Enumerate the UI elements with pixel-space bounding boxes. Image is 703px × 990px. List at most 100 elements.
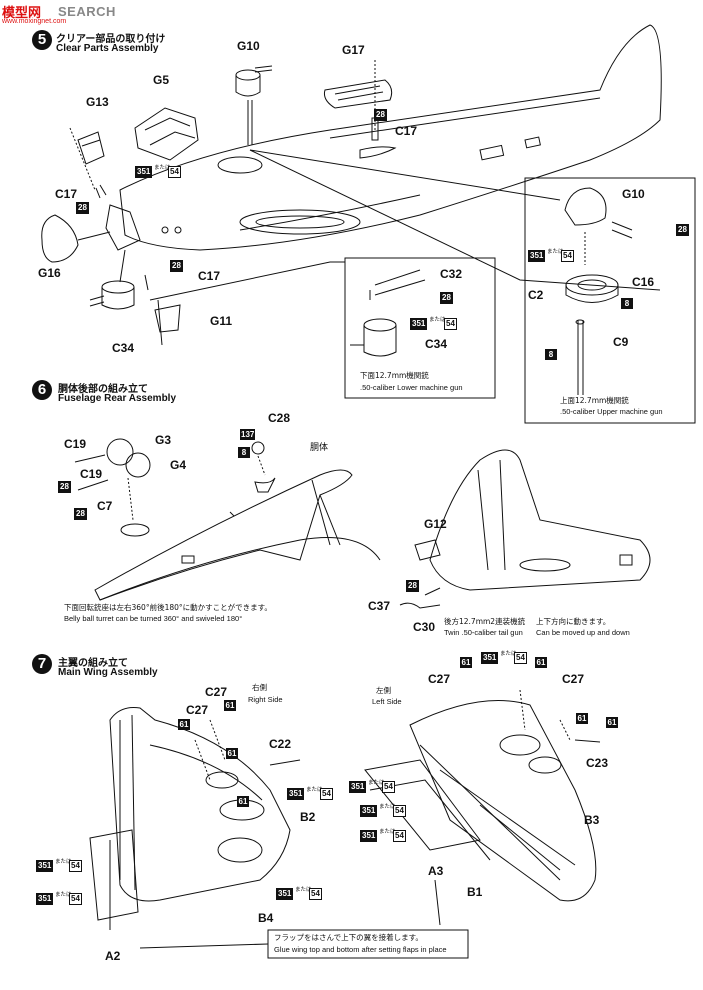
paint-code-28: 28 [170,260,183,272]
paint-code-351: 351 [360,830,378,842]
paint-code-8: 8 [545,349,557,360]
paint-or-note: または [154,165,171,171]
part-label-b1: B1 [467,885,483,899]
paint-code-351: 351 [481,652,499,664]
part-label-c23: C23 [586,756,609,770]
step6-title-jp: 胴体後部の組み立て [58,384,148,395]
paint-code-351: 351 [410,318,428,330]
upper-gun-note-jp: 上面12.7mm機関銃 [560,396,629,405]
part-label-c17: C17 [198,269,221,283]
paint-code-28: 28 [74,508,87,520]
part-label-b4: B4 [258,911,274,925]
part-label-c34: C34 [425,337,448,351]
tail-gun-note-jp: 後方12.7mm2連装機銃 [444,617,526,626]
g10-turret-drawing [235,65,273,145]
step5-title-jp: クリアー部品の取り付け [56,34,166,45]
part-label-g10: G10 [237,39,260,53]
step5-fuselage-drawing [105,24,662,291]
left-side-en: Left Side [372,697,402,706]
paint-code-28: 28 [440,292,453,304]
right-side-jp: 右側 [252,683,267,692]
flap-note-jp: フラップをはさんで上下の翼を接着します。 [274,933,423,942]
paint-code-8: 8 [621,298,633,309]
paint-code-54: 54 [382,781,395,793]
right-side-en: Right Side [248,695,283,704]
paint-or-note: または [379,804,396,810]
ball-turret-note-en: Belly ball turret can be turned 360° and… [64,614,243,623]
paint-code-8: 8 [238,447,250,458]
part-label-c28: C28 [268,411,291,425]
paint-or-note: または [547,249,564,255]
part-label-a2: A2 [105,949,121,963]
part-label-c34: C34 [112,341,135,355]
part-label-g17: G17 [342,43,365,57]
lower-gun-note-jp: 下面12.7mm機関銃 [360,371,429,380]
paint-code-351: 351 [276,888,294,900]
paint-code-61: 61 [237,796,249,807]
part-label-g4: G4 [170,458,187,472]
paint-code-28: 28 [76,202,89,214]
step5-title-en: Clear Parts Assembly [56,43,159,54]
paint-code-54: 54 [309,888,322,900]
part-label-c27: C27 [186,703,209,717]
part-label-c27: C27 [562,672,585,686]
paint-or-note: または [379,829,396,835]
paint-code-351: 351 [287,788,305,800]
paint-code-351: 351 [135,166,153,178]
part-label-c37: C37 [368,599,391,613]
paint-code-54: 54 [393,830,406,842]
step7-right-wing-drawing [89,707,301,921]
part-label-g16: G16 [38,266,61,280]
step6-tail-drawing [399,449,651,609]
paint-code-61: 61 [460,657,472,668]
upper-gun-callout [524,177,696,424]
part-label-c7: C7 [97,499,113,513]
lower-gun-note-en: .50-caliber Lower machine gun [360,383,463,392]
paint-or-note: または [306,787,323,793]
paint-code-61: 61 [224,700,236,711]
watermark-brand-en: SEARCH [58,4,116,19]
part-label-c17: C17 [55,187,78,201]
part-label-c19: C19 [80,467,103,481]
part-label-c19: C19 [64,437,87,451]
step6-title-en: Fuselage Rear Assembly [58,393,177,404]
step7-title-jp: 主翼の組み立て [58,658,128,669]
part-label-c27: C27 [428,672,451,686]
paint-code-54: 54 [561,250,574,262]
paint-or-note: または [55,892,72,898]
flap-note-leaders [109,840,469,959]
part-label-c32: C32 [440,267,463,281]
part-label-c17: C17 [395,124,418,138]
part-label-a3: A3 [428,864,444,878]
g16-nose-cone-drawing [41,214,111,263]
paint-or-note: または [429,317,446,323]
g13-window-drawing [69,127,107,199]
paint-code-28: 28 [406,580,419,592]
flap-note-en: Glue wing top and bottom after setting f… [274,945,447,954]
updown-note-en: Can be moved up and down [536,628,630,637]
paint-or-note: または [368,780,385,786]
paint-code-137: 137 [240,429,256,440]
ball-turret-drawing [74,438,151,537]
part-label-c9: C9 [613,335,629,349]
paint-code-61: 61 [576,713,588,724]
tail-gun-note-en: Twin .50-caliber tail gun [444,628,523,637]
part-label-g12: G12 [424,517,447,531]
paint-code-351: 351 [36,893,54,905]
paint-or-note: または [500,651,517,657]
g17-window-drawing [324,60,393,141]
upper-gun-note-en: .50-caliber Upper machine gun [560,407,663,416]
paint-code-54: 54 [444,318,457,330]
paint-code-54: 54 [69,860,82,872]
part-label-c22: C22 [269,737,292,751]
paint-code-54: 54 [320,788,333,800]
paint-code-351: 351 [528,250,546,262]
paint-code-54: 54 [168,166,181,178]
part-label-b3: B3 [584,813,600,827]
paint-code-351: 351 [360,805,378,817]
step5-number: 5 [32,30,52,50]
step6-fuselage-drawing [94,441,381,601]
part-label-c16: C16 [632,275,655,289]
left-side-jp: 左側 [376,686,391,695]
